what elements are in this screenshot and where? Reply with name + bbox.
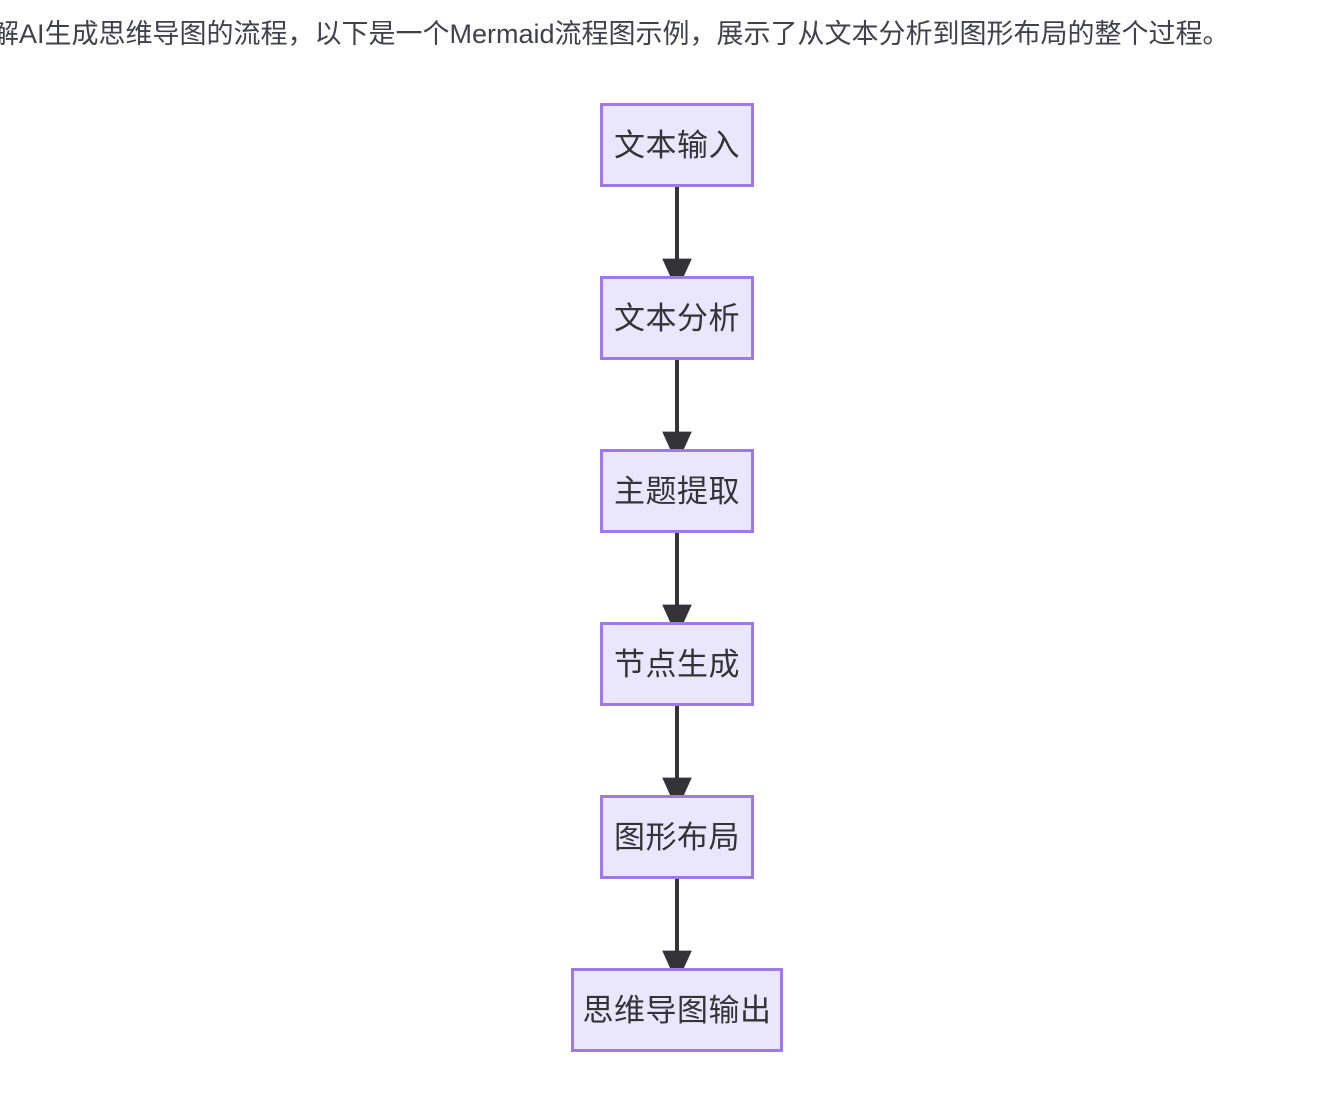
node-label: 节点生成: [614, 646, 740, 682]
intro-paragraph: 解AI生成思维导图的流程，以下是一个Mermaid流程图示例，展示了从文本分析到…: [0, 19, 1230, 49]
flowchart-node-node-generation[interactable]: 节点生成: [600, 622, 754, 706]
flowchart-node-topic-extraction[interactable]: 主题提取: [600, 449, 754, 533]
flowchart-node-text-input[interactable]: 文本输入: [600, 103, 754, 187]
mermaid-flowchart: 文本输入 文本分析 主题提取 节点生成 图形布局 思维导图输出: [0, 60, 1334, 1117]
node-label: 文本输入: [614, 127, 740, 163]
flowchart-node-graph-layout[interactable]: 图形布局: [600, 795, 754, 879]
flowchart-node-text-analysis[interactable]: 文本分析: [600, 276, 754, 360]
node-label: 主题提取: [614, 473, 740, 509]
flowchart-edges-layer: [662, 187, 692, 984]
node-label: 文本分析: [614, 300, 740, 336]
node-label: 图形布局: [614, 819, 740, 855]
flowchart-node-mindmap-output[interactable]: 思维导图输出: [571, 968, 783, 1052]
node-label: 思维导图输出: [582, 992, 772, 1028]
